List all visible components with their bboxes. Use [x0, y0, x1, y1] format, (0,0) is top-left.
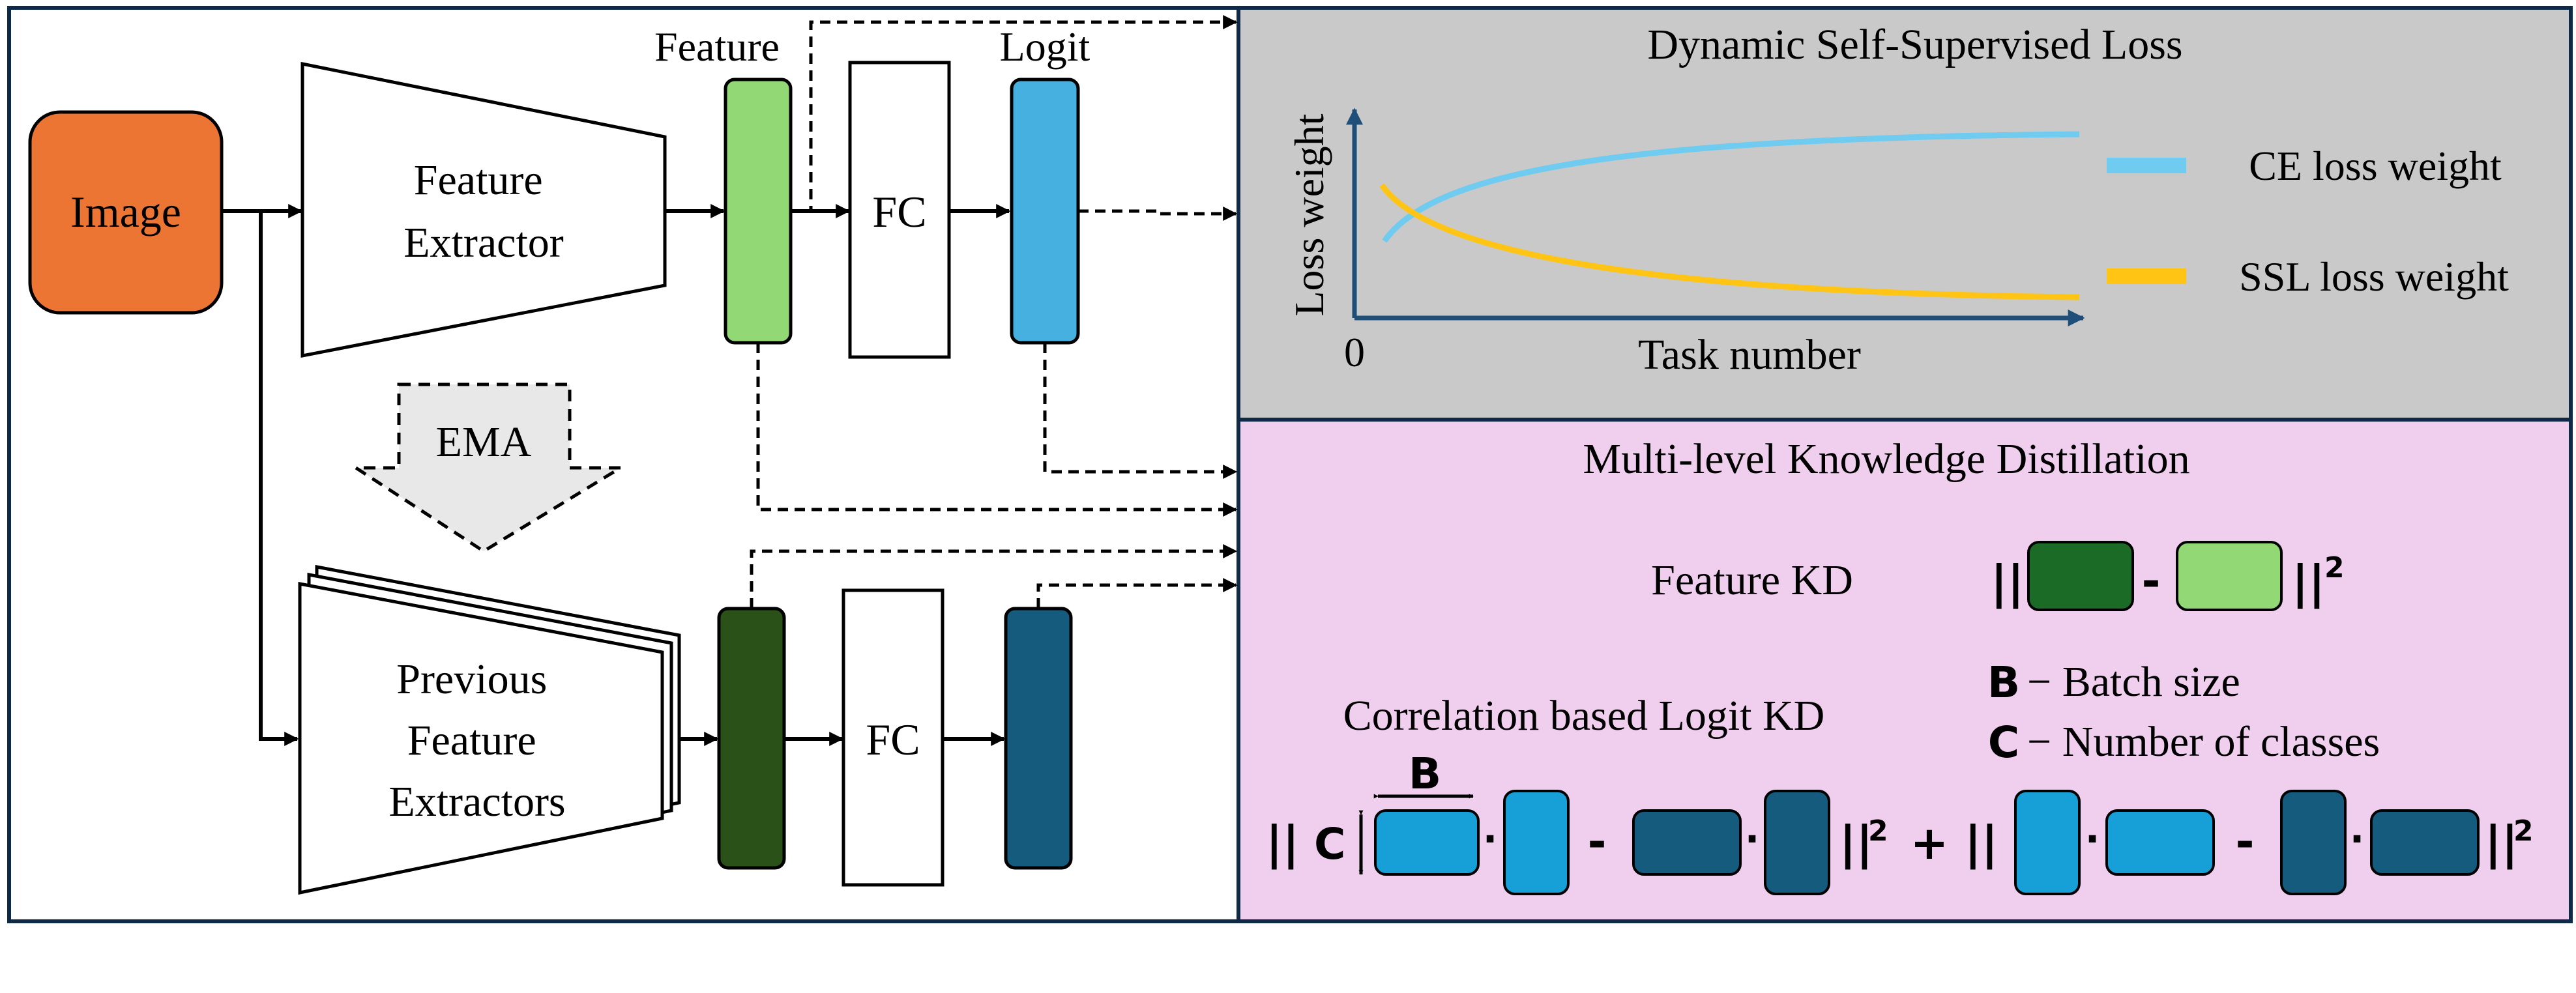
c-symbol: C [1988, 717, 2019, 768]
c-dimension-label: C [1314, 819, 1345, 869]
squared: 2 [2324, 551, 2345, 584]
corr-kd-formula: B || C · - · || 2 + || · - · || 2 [1266, 749, 2534, 895]
dot-4: · [2350, 816, 2365, 862]
corr-kd-label: Correlation based Logit KD [1343, 692, 1825, 740]
image-to-previous-arrow [259, 211, 299, 746]
fc-block-bottom [842, 588, 944, 887]
corr-norm-open-2: || [1965, 816, 1998, 870]
corr-minus-2: - [2235, 815, 2254, 869]
previous-extractors-label: Previous Feature Extractors [388, 655, 565, 826]
ssl-chart: Loss weight 0 Task number [1286, 108, 2085, 379]
norm-open: || [1991, 556, 2024, 609]
kd-logit-new-wide-1 [1374, 809, 1480, 876]
corr-minus-1: - [1587, 815, 1606, 869]
legend-ssl-label: SSL loss weight [2239, 253, 2509, 300]
norm-close: || [2292, 556, 2325, 609]
ema-label: EMA [436, 418, 532, 466]
y-axis-label: Loss weight [1286, 113, 1332, 316]
feature-extractor-label: Feature Extractor [403, 156, 564, 266]
b-symbol: B [1987, 657, 2020, 708]
legend-ce-label: CE loss weight [2249, 143, 2502, 189]
kd-logit-new-tall-1 [1503, 790, 1570, 895]
logit-old-to-kd-connector [1036, 578, 1238, 609]
logit-old-block [1004, 607, 1073, 870]
previous-feature-extractors: Previous Feature Extractors [298, 564, 681, 895]
ssl-panel [1237, 6, 2573, 422]
dot-3: · [2085, 816, 2100, 862]
fc-label-bottom: FC [866, 715, 920, 764]
corr-norm-close-1: || [1839, 816, 1873, 870]
feature-old-block [717, 607, 786, 870]
feature-extractor: Feature Extractor [300, 61, 667, 358]
kd-logit-old-tall-2 [2280, 790, 2347, 895]
dot-2: · [1745, 816, 1760, 862]
b-description: − Batch size [2027, 658, 2240, 706]
x-axis-label: Task number [1638, 331, 1861, 379]
ssl-panel-title: Dynamic Self-Supervised Loss [1647, 21, 2182, 68]
logit-new-block [1010, 78, 1080, 345]
image-label: Image [70, 187, 181, 237]
dot-1: · [1483, 816, 1498, 862]
corr-norm-close-2: || [2485, 816, 2518, 870]
feature-old-to-kd-connector [750, 544, 1238, 609]
feature-label: Feature [654, 23, 780, 70]
corr-norm-open: || [1266, 816, 1299, 870]
kd-logit-new-wide-2 [2105, 809, 2215, 876]
squared-1: 2 [1868, 814, 1888, 848]
logit-to-kd-connector [1043, 343, 1238, 479]
ema-arrow: EMA [350, 382, 626, 553]
fc-block-top [848, 61, 951, 359]
b-dimension-label: B [1409, 749, 1441, 799]
logit-label: Logit [1000, 23, 1090, 70]
feature-to-ssl-connector [806, 15, 1238, 213]
squared-2: 2 [2513, 814, 2534, 848]
dashed-connectors [750, 15, 1238, 609]
corr-plus: + [1910, 816, 1949, 870]
feature-new-block [724, 78, 793, 345]
feature-kd-minus: - [2141, 554, 2160, 608]
image-block: Image [28, 110, 224, 315]
kd-logit-old-wide-1 [1632, 809, 1742, 876]
kd-logit-old-tall-1 [1764, 790, 1830, 895]
feature-kd-formula: || - || 2 [1991, 541, 2345, 611]
feature-to-kd-connector [756, 343, 1238, 517]
kd-feature-old-box [2027, 541, 2134, 611]
kd-logit-new-tall-2 [2014, 790, 2081, 895]
ssl-legend: CE loss weight SSL loss weight [2107, 143, 2509, 300]
origin-label: 0 [1344, 329, 1365, 375]
kd-feature-new-box [2176, 541, 2283, 611]
fc-label-top: FC [872, 187, 926, 237]
ssl-loss-curve [1379, 183, 2080, 300]
logit-to-ssl-connector [1078, 207, 1238, 221]
c-description: − Number of classes [2027, 718, 2380, 766]
feature-kd-label: Feature KD [1651, 556, 1853, 604]
kd-panel-title: Multi-level Knowledge Distillation [1583, 435, 2189, 483]
kd-logit-old-wide-2 [2370, 809, 2480, 876]
